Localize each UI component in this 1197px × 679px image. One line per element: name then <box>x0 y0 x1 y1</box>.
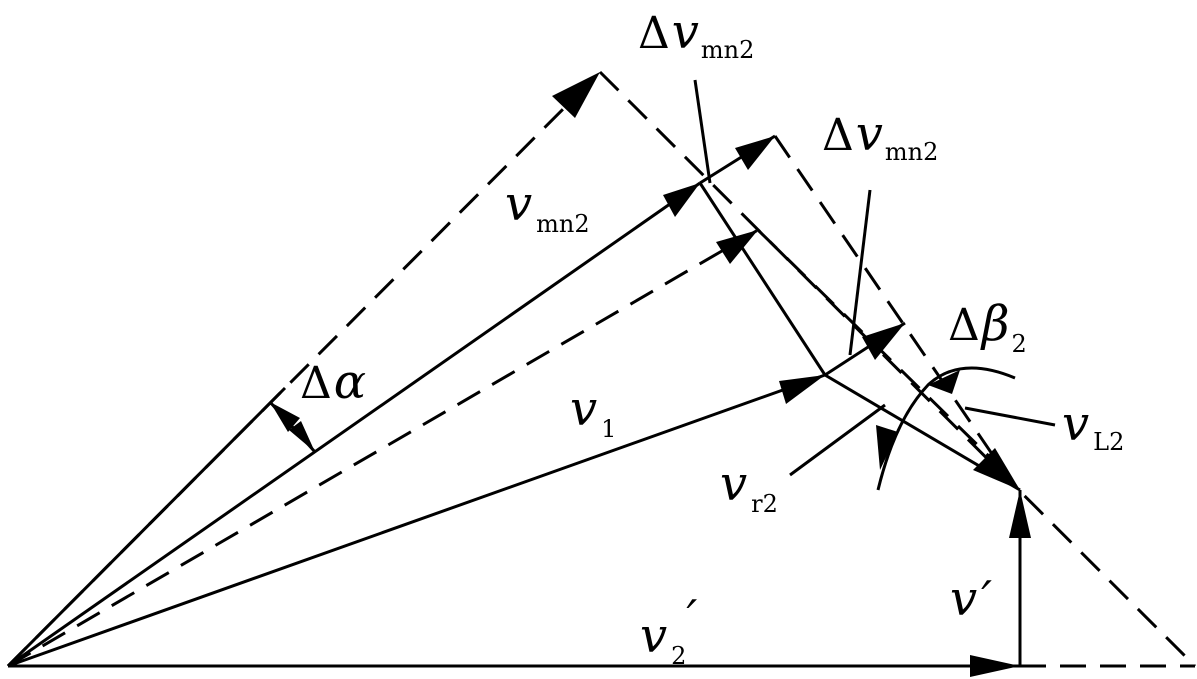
svg-text:v2′: v2′ <box>640 590 697 670</box>
arrowhead-icon <box>779 375 825 404</box>
label-delta-v-mn2-right: Δvmn2 <box>822 106 938 166</box>
arrowhead-icon <box>876 425 898 470</box>
label-v-prime: v′ <box>950 571 992 627</box>
arrowhead-icon <box>552 72 600 118</box>
svg-text:Δβ2: Δβ2 <box>948 296 1027 358</box>
delta-beta2-arc <box>876 366 1016 491</box>
svg-text:Δα: Δα <box>300 354 366 410</box>
arrowheads <box>270 72 1031 677</box>
solid-left-edge <box>6 386 287 668</box>
v-mn2-vector <box>7 134 776 668</box>
v1-vector <box>7 373 826 668</box>
arrowhead-icon <box>270 402 300 432</box>
arrowhead-icon <box>663 183 700 217</box>
svg-text:Δvmn2: Δvmn2 <box>822 106 938 166</box>
dv-mn2-inner-vector <box>698 182 827 376</box>
svg-text:v1: v1 <box>570 381 616 443</box>
arrowhead-icon <box>928 370 960 394</box>
arrowhead-icon <box>1009 490 1031 538</box>
svg-text:vr2: vr2 <box>720 456 778 518</box>
arrowhead-icon <box>735 136 775 170</box>
arrowhead-icon <box>862 323 905 360</box>
svg-text:v′: v′ <box>950 571 992 627</box>
dashed-outer-triangle <box>6 70 1197 668</box>
leader-lines <box>693 79 1056 477</box>
svg-text:vL2: vL2 <box>1062 396 1124 456</box>
arrowhead-icon <box>970 655 1020 677</box>
label-delta-beta2: Δβ2 <box>948 296 1027 358</box>
svg-text:vmn2: vmn2 <box>505 176 590 238</box>
svg-text:Δvmn2: Δvmn2 <box>638 4 754 64</box>
label-delta-alpha: Δα <box>300 354 366 410</box>
arrowhead-icon <box>716 230 758 264</box>
label-delta-v-mn2-top: Δvmn2 <box>638 4 754 64</box>
arrowhead-icon <box>289 421 315 452</box>
arrowhead-icon <box>973 448 1020 490</box>
